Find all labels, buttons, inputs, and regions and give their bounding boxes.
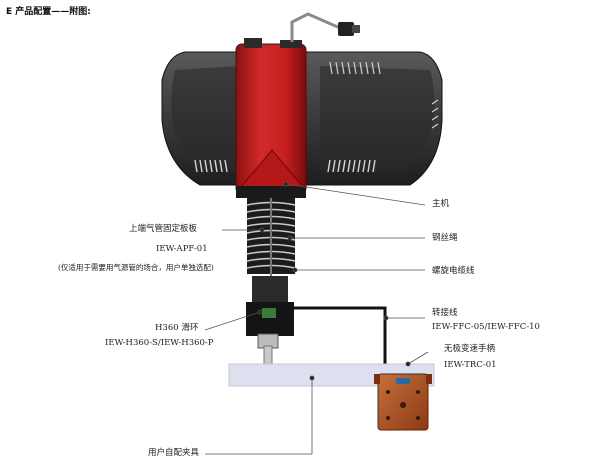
label-plate-note: (仅适用于需要用气源管的场合，用户单独选配) xyxy=(58,263,214,272)
label-slide-ring-model: IEW-H360-S/IEW-H360-P xyxy=(105,338,214,348)
label-handle-model: IEW-TRC-01 xyxy=(444,360,497,370)
speed-handle xyxy=(374,373,432,431)
adapter-cable xyxy=(288,306,387,372)
label-wire-rope: 钢丝绳 xyxy=(432,233,458,243)
red-center-unit xyxy=(235,38,307,198)
label-adapter-title: 转接线 xyxy=(432,308,458,318)
slide-ring-assembly xyxy=(246,276,294,365)
label-plate-title: 上端气管固定板板 xyxy=(129,224,198,234)
wire-rope-coil xyxy=(246,198,296,290)
power-plug xyxy=(290,12,360,42)
label-slide-ring-title: H360 滑环 xyxy=(155,323,199,333)
label-plate-model: IEW-APF-01 xyxy=(156,244,208,254)
label-host: 主机 xyxy=(432,199,450,209)
label-handle-title: 无极变速手柄 xyxy=(444,344,496,354)
label-coil-cable: 螺旋电缆线 xyxy=(432,266,475,276)
label-adapter-model: IEW-FFC-05/IEW-FFC-10 xyxy=(432,322,540,332)
label-fixture: 用户自配夹具 xyxy=(148,448,200,458)
leader-lines xyxy=(204,181,429,455)
document-title: E 产品配置——附图: xyxy=(6,7,91,17)
